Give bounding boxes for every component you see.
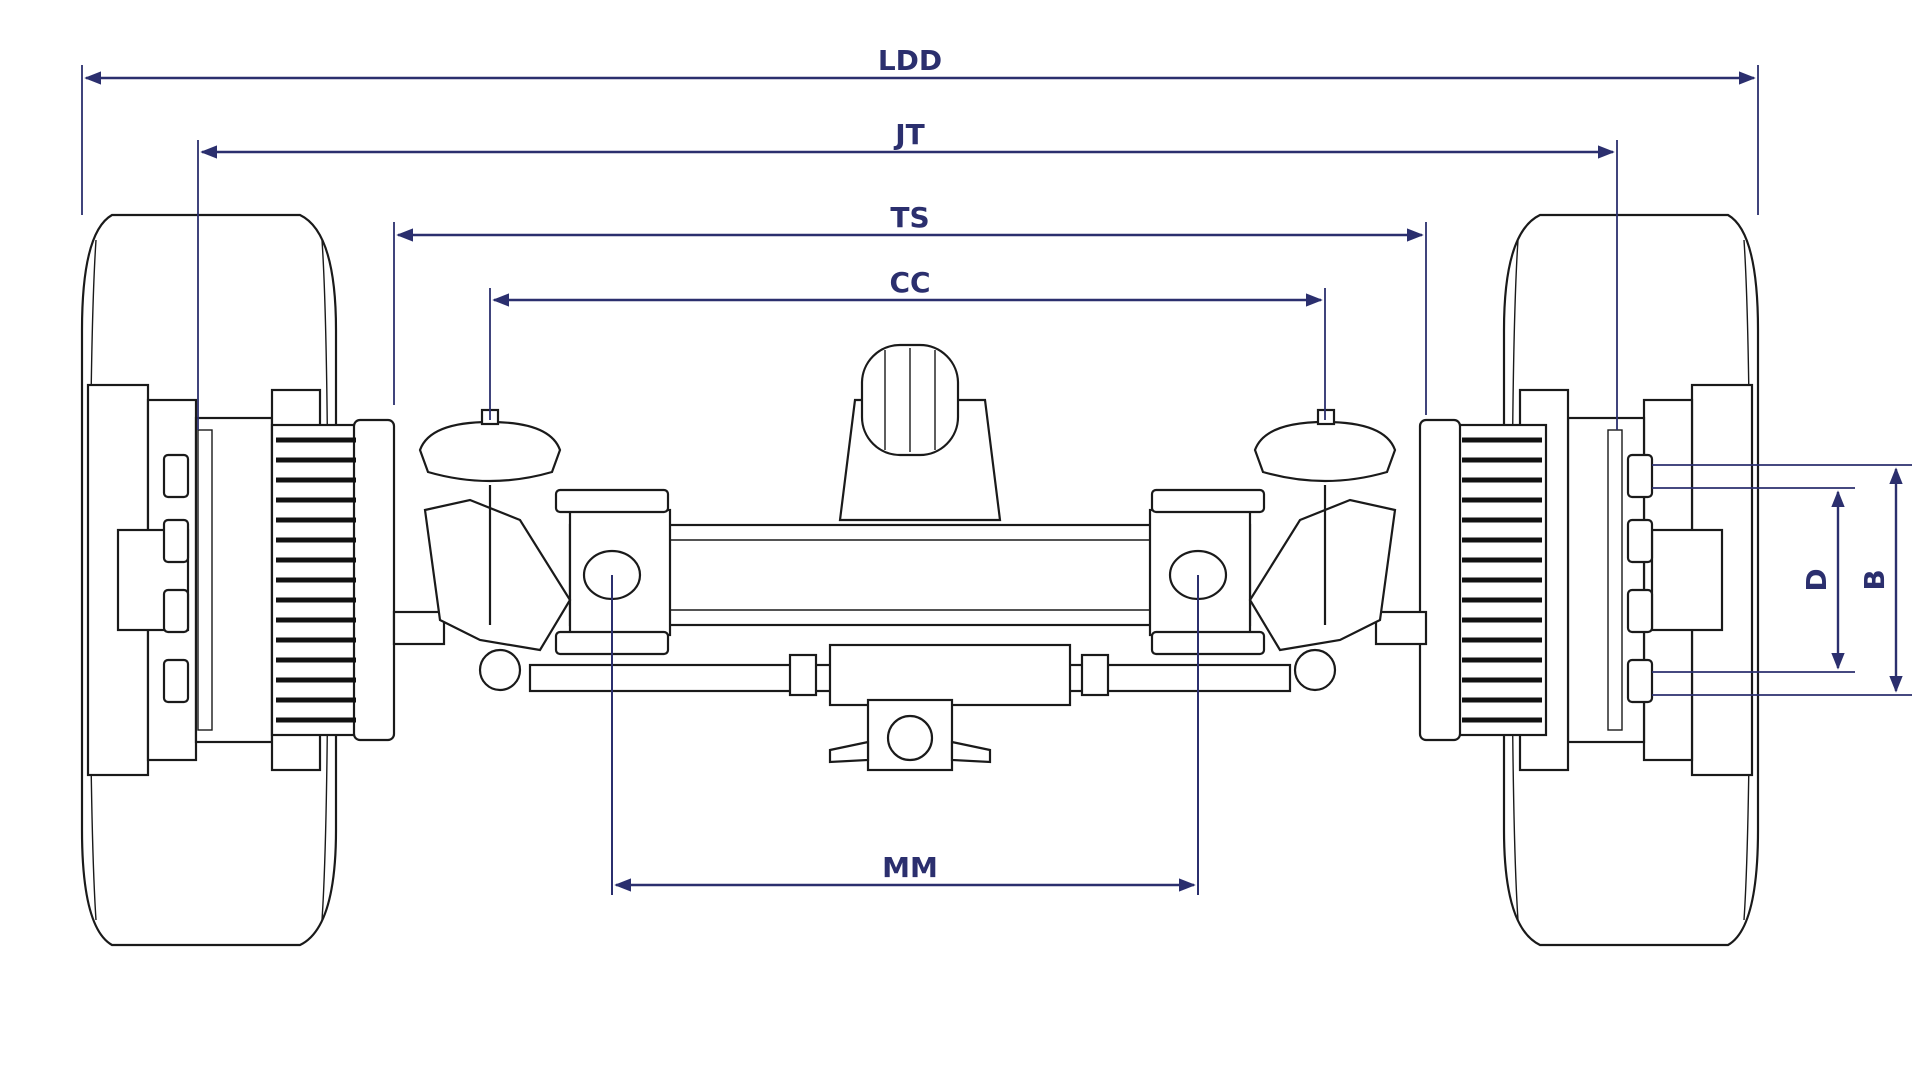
dimension-label-cc: CC: [889, 266, 930, 299]
dimension-label-jt: JT: [893, 118, 925, 151]
axle-stub-shafts: [392, 610, 1428, 646]
dimension-d: D: [1652, 487, 1855, 673]
dimension-ldd: LDD: [81, 44, 1759, 215]
dimension-b: B: [1652, 464, 1912, 696]
dimension-ts: TS: [393, 201, 1427, 415]
axle-beam: [568, 523, 1252, 627]
brake-chambers: [418, 408, 1397, 625]
right-wheel-studs: [1607, 429, 1654, 731]
right-drum-fins: [1462, 437, 1542, 723]
dimension-jt: JT: [197, 118, 1618, 430]
air-spring: [838, 343, 1002, 522]
dimension-label-b: B: [1858, 569, 1891, 590]
dimension-label-mm: MM: [882, 851, 938, 884]
dimension-mm: MM: [611, 575, 1199, 895]
steering-knuckles: [423, 498, 1397, 692]
dimension-cc: CC: [489, 266, 1326, 420]
left-brake-drum: [270, 418, 396, 742]
left-drum-fins: [276, 437, 356, 723]
tie-rod: [528, 643, 1292, 707]
dimension-label-d: D: [1800, 568, 1833, 591]
steering-box: [828, 698, 992, 772]
dimension-label-ldd: LDD: [878, 44, 942, 77]
left-wheel-studs: [162, 429, 213, 731]
dimension-label-ts: TS: [890, 201, 929, 234]
right-brake-drum: [1418, 418, 1548, 742]
